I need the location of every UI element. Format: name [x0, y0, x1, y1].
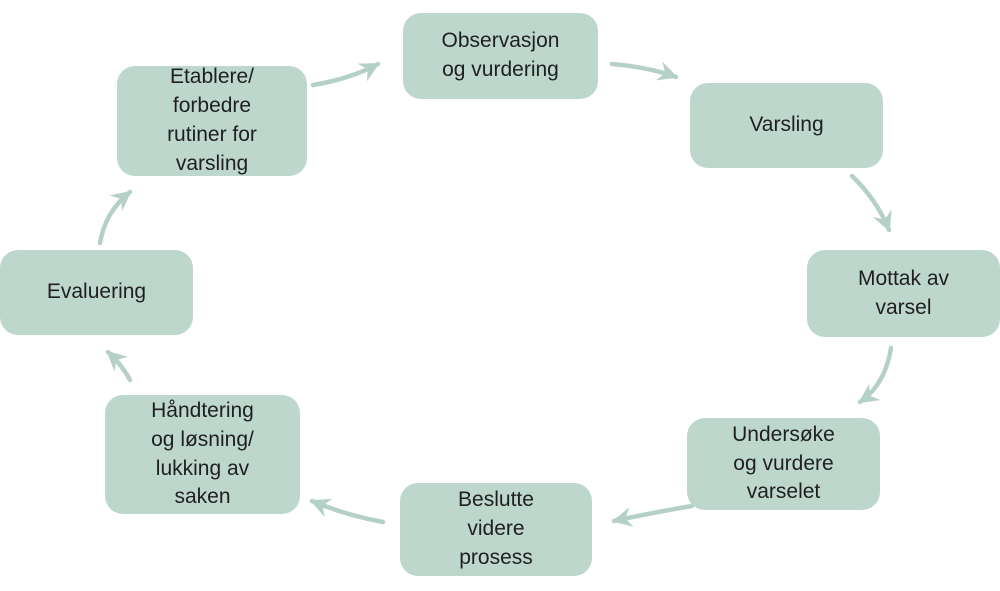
- arrow-observasjon-to-varsling: [609, 61, 679, 81]
- node-varsling: Varsling: [690, 83, 883, 168]
- arrow-varsling-to-mottak: [849, 173, 892, 233]
- node-etablere-forbedre-rutiner: Etablere/ forbedre rutiner for varsling: [117, 65, 307, 176]
- arrow-evaluering-to-etablere: [97, 189, 133, 246]
- node-label: Varsling: [749, 113, 824, 137]
- node-label: Evaluering: [46, 280, 147, 304]
- node-label: Undersøke og vurdere varselet: [732, 422, 835, 504]
- node-label: Etablere/ forbedre rutiner for varsling: [167, 65, 257, 175]
- node-handtering-og-losning: Håndtering og løsning/ lukking av saken: [105, 395, 300, 514]
- node-label: Mottak av varsel: [857, 266, 950, 319]
- arrow-mottak-to-undersoke: [857, 345, 894, 405]
- node-evaluering: Evaluering: [0, 250, 193, 335]
- node-mottak-av-varsel: Mottak av varsel: [807, 250, 1000, 337]
- node-label: Beslutte videre prosess: [458, 488, 534, 569]
- node-label: Observasjon og vurdering: [441, 29, 560, 81]
- node-undersoke-og-vurdere-varselet: Undersøke og vurdere varselet: [687, 418, 880, 510]
- arrow-beslutte-to-handtering: [309, 498, 386, 525]
- arrow-etablere-to-observasjon: [310, 61, 381, 88]
- arrow-handtering-to-evaluering: [105, 349, 133, 383]
- node-beslutte-videre-prosess: Beslutte videre prosess: [400, 483, 592, 576]
- arrow-undersoke-to-beslutte: [611, 503, 695, 527]
- node-label: Håndtering og løsning/ lukking av saken: [151, 398, 254, 509]
- node-observasjon-og-vurdering: Observasjon og vurdering: [403, 13, 598, 99]
